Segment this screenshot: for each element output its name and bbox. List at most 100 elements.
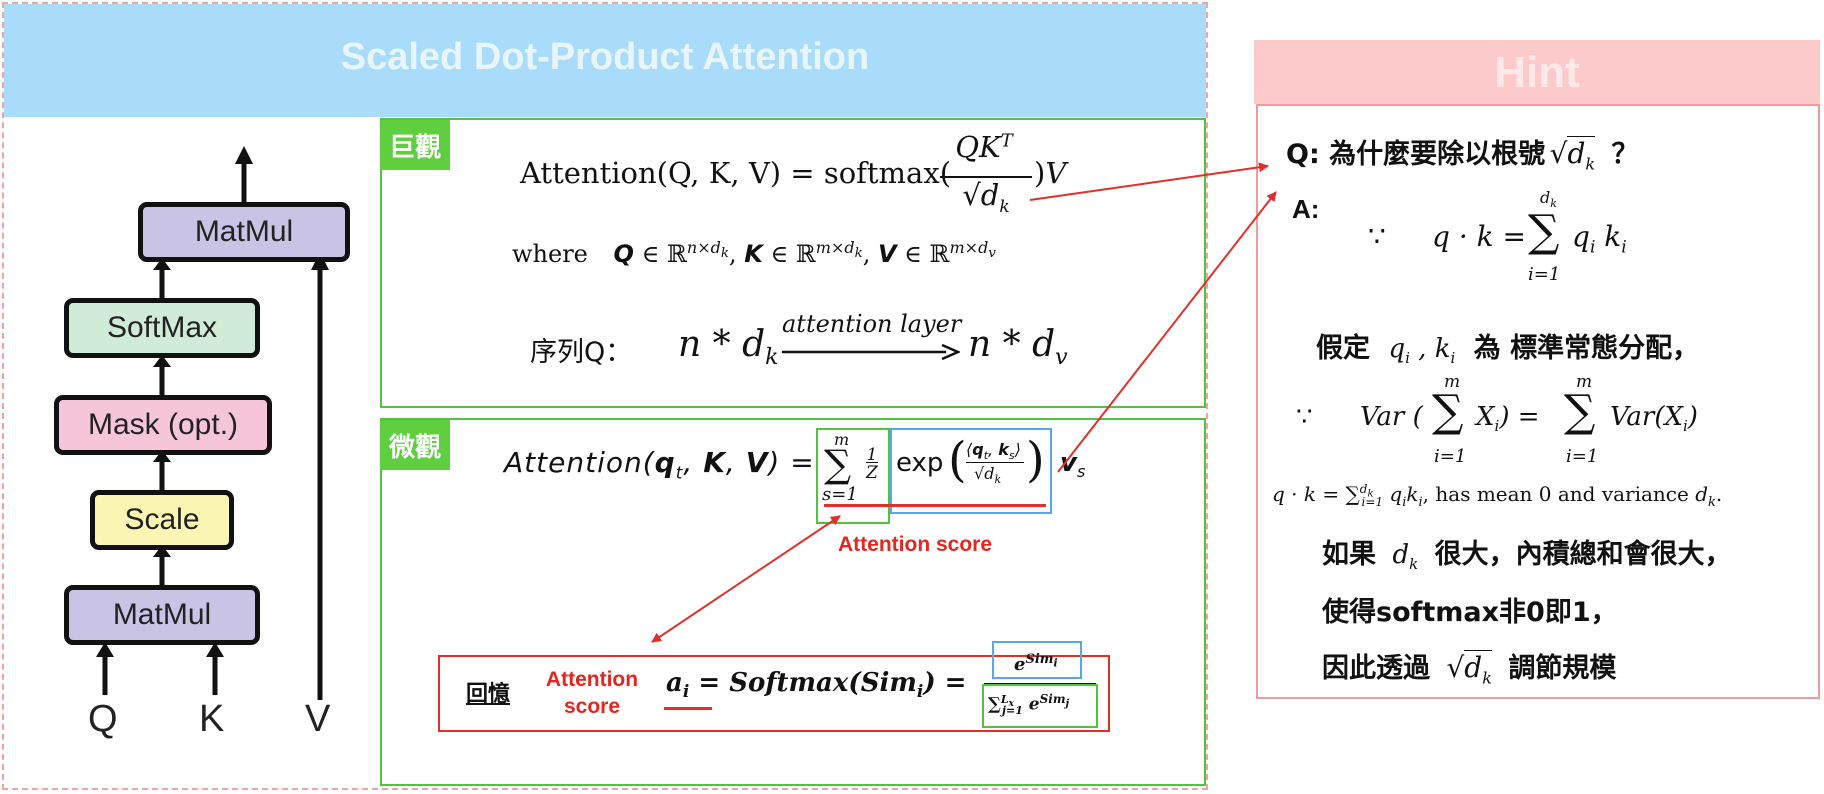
sequence-arrow [782, 343, 960, 361]
v-s-term: vs [1060, 448, 1086, 482]
attention-score-underline [824, 504, 1046, 507]
page-title: Scaled Dot-Product Attention [340, 36, 870, 78]
input-q-label: Q [88, 698, 118, 740]
where-line: where Q ∈ ℝn×dk, K ∈ ℝm×dk, V ∈ ℝm×dv [512, 238, 996, 268]
sequence-line: 序列Q： n * dk attention layer n * dv [530, 310, 1130, 380]
matmul-bottom-block: MatMul [64, 585, 260, 645]
sequence-output-dim: n * dv [968, 324, 1068, 371]
exp-paren-right: ) [1026, 432, 1045, 488]
var-sum1-upper: m [1444, 372, 1461, 392]
exp-numerator: ⟨qt, ks⟩ [966, 440, 1021, 463]
mean-variance-text: has mean 0 and variance [1435, 482, 1689, 506]
input-k-label: K [199, 698, 225, 740]
input-v-label: V [305, 698, 331, 740]
softmax-block: SoftMax [64, 298, 260, 358]
arrow-label: attention layer [782, 310, 962, 338]
micro-to-hint-arrow [1057, 191, 1277, 473]
formula-denominator: √dk [962, 177, 1010, 217]
hint-question-sqrt: √dk [1549, 136, 1596, 174]
attention-score-label: Attention score [838, 533, 993, 556]
exp-fraction-bar [966, 462, 1024, 463]
exp-text: exp [896, 448, 944, 478]
var-rhs: Var(Xi) [1610, 402, 1698, 436]
hint-adjust-sqrt: √dk [1446, 650, 1492, 688]
var-sum1-sigma: ∑ [1432, 386, 1464, 437]
diagram-frame [2, 2, 1208, 790]
formula-rhs: )V [1034, 156, 1067, 190]
micro-panel [380, 418, 1206, 786]
scale-block: Scale [90, 490, 234, 550]
hint-assume-vars: qi , ki [1388, 334, 1456, 368]
var-middle: Xi) = [1476, 402, 1540, 436]
var-sum2-upper: m [1576, 372, 1593, 392]
hint-large-var: dk [1392, 540, 1419, 574]
macro-tag: 巨觀 [380, 120, 450, 170]
diagram-arrows [96, 146, 329, 700]
where-label: where [512, 240, 588, 268]
mask-block: Mask (opt.) [54, 395, 272, 455]
variance-because: ∵ [1296, 402, 1313, 432]
exp-paren-left: ( [948, 432, 967, 488]
hint-question-text: Q: 為什麼要除以根號 [1286, 139, 1546, 170]
variance-lhs: Var ( [1360, 402, 1423, 432]
macro-panel [380, 118, 1206, 408]
hint-title: Hint [1494, 48, 1580, 97]
score-to-recall-arrow [651, 515, 841, 643]
sequence-label: 序列Q： [530, 337, 633, 368]
var-sum2-lower: i=1 [1566, 446, 1599, 467]
hint-question-mark: ？ [1611, 139, 1639, 170]
attention-formula: Attention(Q, K, V) = softmax( QKT √dk )V [520, 130, 1080, 220]
dot-sum-lower: i=1 [1528, 264, 1561, 285]
fraction-bar [940, 176, 1032, 178]
hint-assume-suffix: 為 標準常態分配， [1473, 333, 1700, 364]
recall-score-line1: Attention [545, 668, 639, 691]
hint-assume: 假定 qi , ki 為 標準常態分配， [1316, 326, 1699, 367]
micro-tag: 微觀 [380, 420, 450, 470]
architecture-diagram: MatMul SoftMax Mask (opt.) Scale MatMul … [50, 140, 370, 750]
dot-product-formula: ∵ q · k = dk ∑ i=1 qi ki [1368, 188, 1628, 288]
var-sum1-lower: i=1 [1434, 446, 1467, 467]
recall-box [438, 655, 1110, 732]
hint-header [1254, 40, 1820, 104]
variance-formula: ∵ Var ( m ∑ i=1 Xi) = m ∑ i=1 Var(Xi) [1296, 372, 1716, 472]
matmul-top-block: MatMul [138, 202, 350, 262]
dot-sum-upper: dk [1540, 188, 1557, 211]
sum-sigma: ∑ [824, 442, 852, 486]
formula-lhs: Attention(Q, K, V) = softmax( [520, 156, 952, 190]
hint-adjust-suffix: 調節規模 [1508, 653, 1617, 684]
exp-box [890, 428, 1052, 514]
hint-adjust: 因此透過 √dk 調節規模 [1322, 646, 1616, 688]
recall-label: 回憶 [466, 682, 511, 707]
hint-large-prefix: 如果 [1322, 539, 1376, 570]
hint-question: Q: 為什麼要除以根號 √dk ？ [1286, 132, 1639, 174]
hint-adjust-prefix: 因此透過 [1322, 653, 1430, 684]
exp-denominator: √dk [974, 464, 1002, 487]
hint-assume-prefix: 假定 [1316, 333, 1370, 364]
micro-formula-lhs: Attention(qt, K, V) = [504, 446, 815, 484]
sum-lower: s=1 [822, 484, 858, 505]
dot-sum-sigma: ∑ [1528, 206, 1560, 257]
mean-variance-line: q · k = ∑dki=1 qiki, has mean 0 and vari… [1272, 482, 1723, 510]
because-symbol: ∵ [1368, 220, 1386, 253]
softmax-numerator-box [992, 641, 1082, 679]
softmax-denominator: ∑Lxj=1 eSimj [988, 692, 1070, 718]
title-bar [4, 4, 1206, 117]
softmax-numerator: eSimi [1014, 652, 1058, 675]
recall-score-label: Attention score [540, 666, 644, 720]
sum-box [816, 428, 890, 524]
sum-upper: m [834, 430, 850, 449]
recall-score-line2: score [563, 695, 621, 718]
hint-answer-label: A: [1292, 194, 1320, 224]
formula-fraction: QKT [955, 130, 1013, 164]
macro-to-hint-arrow [1029, 162, 1269, 201]
recall-underline [664, 707, 712, 710]
sequence-input-dim: n * dk [678, 324, 779, 371]
dot-product-lhs: q · k = [1432, 220, 1526, 253]
hint-large-suffix: 很大，內積總和會很大， [1434, 539, 1732, 570]
hint-panel [1256, 104, 1820, 699]
softmax-definition: ai = Softmax(Simi) = [666, 668, 967, 703]
dot-sum-term: qi ki [1572, 220, 1627, 258]
